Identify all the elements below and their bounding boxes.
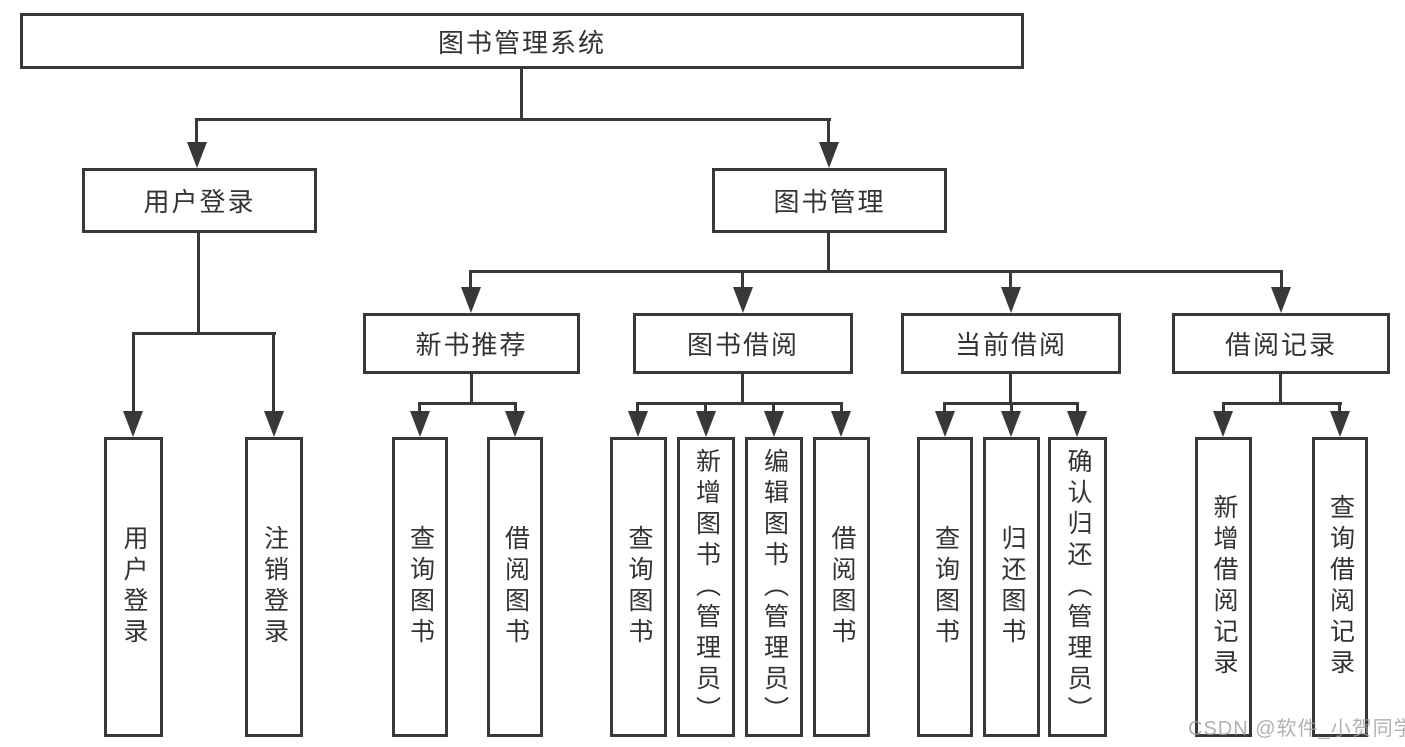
connector-line <box>1009 373 1012 405</box>
connector-line <box>840 402 843 414</box>
node-borrowing-records: 借阅记录 <box>1172 313 1390 374</box>
arrow-down-icon <box>187 142 207 168</box>
leaf-add-borrow-record: 新增借阅记录 <box>1195 437 1252 737</box>
connector-line <box>1010 402 1013 414</box>
leaf-return-book: 归还图书 <box>983 437 1040 737</box>
arrow-down-icon <box>505 411 525 437</box>
connector-line <box>195 118 198 145</box>
leaf-edit-book-admin: 编辑图书（管理员） <box>745 437 803 737</box>
leaf-user-login: 用户登录 <box>104 437 163 737</box>
connector-line <box>1009 270 1012 290</box>
connector-line <box>636 402 639 414</box>
connector-line <box>132 332 135 414</box>
connector-line <box>1280 270 1283 290</box>
connector-line <box>741 373 744 405</box>
connector-line <box>418 402 421 414</box>
arrow-down-icon <box>461 287 481 313</box>
connector-line <box>195 118 831 121</box>
connector-line <box>1076 402 1079 414</box>
connector-line <box>469 270 1283 273</box>
arrow-down-icon <box>264 411 284 437</box>
connector-line <box>827 232 830 273</box>
node-current-borrowing: 当前借阅 <box>901 313 1121 374</box>
leaf-add-book-admin: 新增图书（管理员） <box>677 437 735 737</box>
connector-line <box>741 270 744 290</box>
leaf-query-books-recommend: 查询图书 <box>392 437 448 737</box>
leaf-query-books-borrow: 查询图书 <box>610 437 667 737</box>
connector-line <box>197 232 200 335</box>
connector-line <box>418 402 517 405</box>
arrow-down-icon <box>1213 411 1233 437</box>
arrow-down-icon <box>733 287 753 313</box>
leaf-borrow-books-recommend: 借阅图书 <box>487 437 543 737</box>
arrow-down-icon <box>1001 287 1021 313</box>
connector-line <box>470 373 473 405</box>
leaf-query-borrow-record: 查询借阅记录 <box>1312 437 1368 737</box>
arrow-down-icon <box>696 411 716 437</box>
arrow-down-icon <box>628 411 648 437</box>
leaf-query-books-current: 查询图书 <box>917 437 973 737</box>
leaf-borrow-books-borrow: 借阅图书 <box>813 437 870 737</box>
connector-line <box>943 402 946 414</box>
arrow-down-icon <box>410 411 430 437</box>
arrow-down-icon <box>1330 411 1350 437</box>
connector-line <box>636 402 843 405</box>
connector-line <box>132 332 276 335</box>
csdn-watermark: CSDN @软件_小贺同学 <box>1188 718 1405 740</box>
node-user-login: 用户登录 <box>82 168 317 233</box>
connector-line <box>1338 402 1341 414</box>
leaf-logout: 注销登录 <box>245 437 303 737</box>
connector-line <box>469 270 472 290</box>
connector-line <box>772 402 775 414</box>
connector-line <box>1222 402 1225 414</box>
connector-line <box>1279 373 1282 405</box>
node-library-management-system: 图书管理系统 <box>20 13 1024 69</box>
connector-line <box>1222 402 1342 405</box>
arrow-down-icon <box>819 142 839 168</box>
connector-line <box>272 332 275 414</box>
connector-line <box>704 402 707 414</box>
node-book-management: 图书管理 <box>712 168 947 233</box>
connector-line <box>827 118 830 145</box>
arrow-down-icon <box>831 411 851 437</box>
arrow-down-icon <box>123 411 143 437</box>
arrow-down-icon <box>1067 411 1087 437</box>
connector-line <box>514 402 517 414</box>
leaf-confirm-return-admin: 确认归还（管理员） <box>1048 437 1107 737</box>
connector-line <box>520 68 523 121</box>
node-new-book-recommendation: 新书推荐 <box>363 313 580 374</box>
arrow-down-icon <box>935 411 955 437</box>
arrow-down-icon <box>764 411 784 437</box>
node-book-borrowing: 图书借阅 <box>633 313 853 374</box>
arrow-down-icon <box>1001 411 1021 437</box>
arrow-down-icon <box>1271 287 1291 313</box>
